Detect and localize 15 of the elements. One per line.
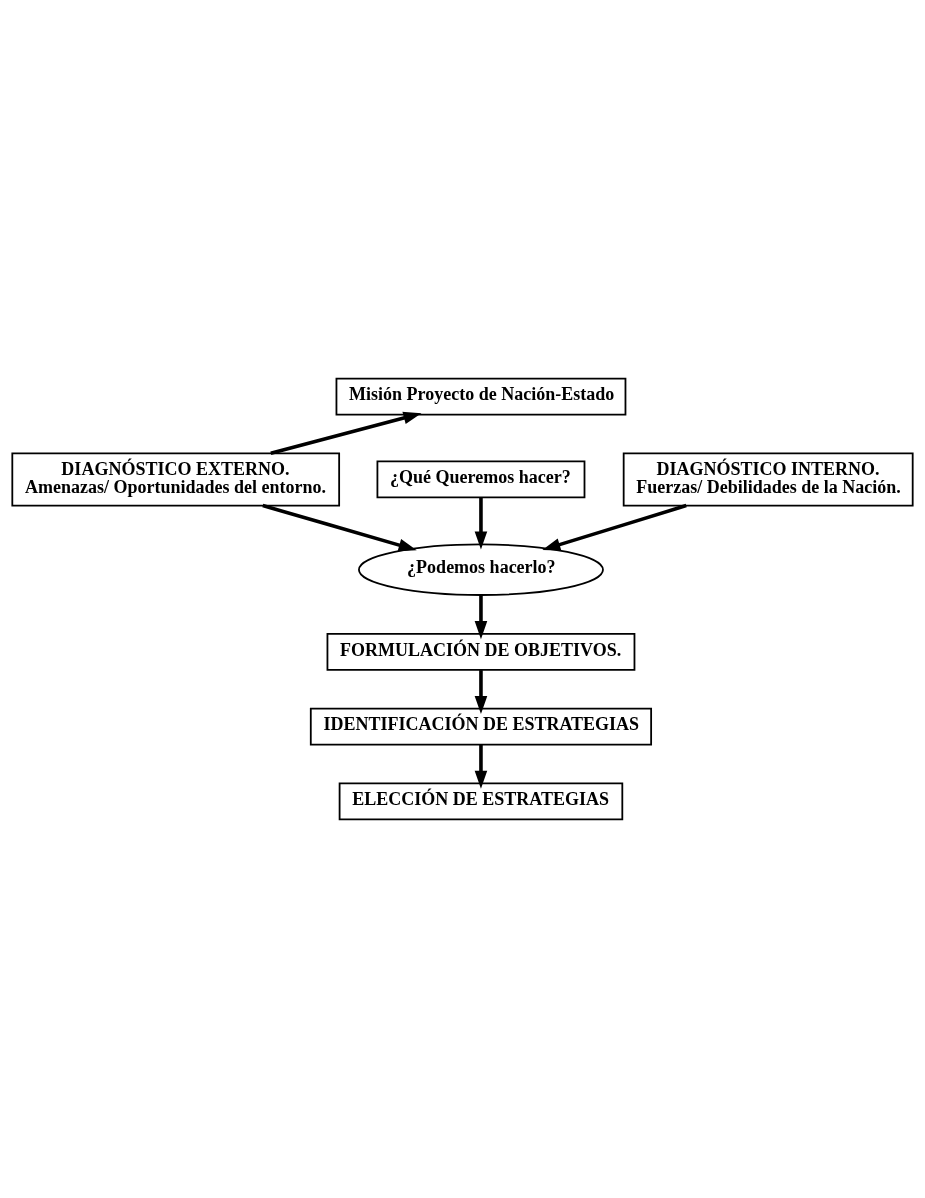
arrow (270, 411, 422, 456)
node-box: DIAGNÓSTICO INTERNO. Fuerzas/ Debilidades de la Nación. (622, 452, 914, 507)
node-box: DIAGNÓSTICO EXTERNO. Amenazas/ Oportunidades del entorno. (11, 452, 341, 507)
arrow (474, 670, 488, 715)
arrow (474, 497, 488, 550)
node-box: ELECCIÓN DE ESTRATEGIAS (338, 782, 624, 821)
node-box: FORMULACIÓN DE OBJETIVOS. (326, 633, 636, 671)
node-box: ¿Qué Queremos hacer? (376, 460, 586, 499)
arrow (542, 503, 687, 551)
arrow (262, 503, 417, 552)
arrow (474, 595, 488, 640)
node-ellipse: ¿Podemos hacerlo? (358, 543, 604, 596)
node-box: Misión Proyecto de Nación-Estado (335, 377, 627, 416)
node-box: IDENTIFICACIÓN DE ESTRATEGIAS (309, 707, 653, 746)
arrow (474, 744, 488, 789)
